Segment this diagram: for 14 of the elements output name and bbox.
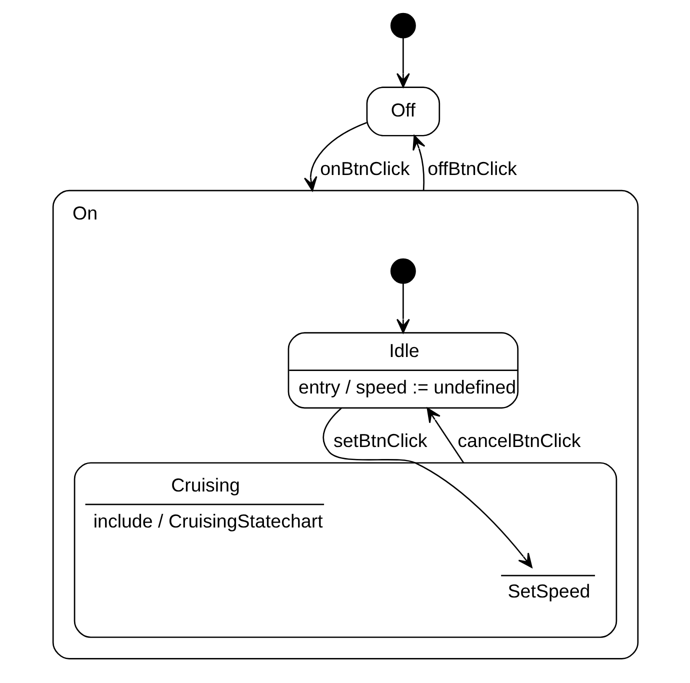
arrow bbox=[396, 38, 410, 88]
edge-label: setBtnClick bbox=[332, 430, 427, 452]
node-circle bbox=[390, 12, 416, 38]
edge-label: onBtnClick bbox=[320, 158, 410, 179]
node-text: SetSpeed bbox=[507, 580, 590, 602]
edge-label: cancelBtnClick bbox=[457, 430, 580, 452]
arrow bbox=[396, 284, 410, 334]
node-box: Off bbox=[366, 86, 440, 136]
arrow bbox=[322, 408, 532, 568]
node-circle bbox=[390, 258, 416, 284]
arrow bbox=[426, 408, 464, 464]
edge-label: offBtnClick bbox=[427, 158, 516, 179]
arrow bbox=[303, 122, 366, 192]
arrow bbox=[412, 135, 425, 191]
